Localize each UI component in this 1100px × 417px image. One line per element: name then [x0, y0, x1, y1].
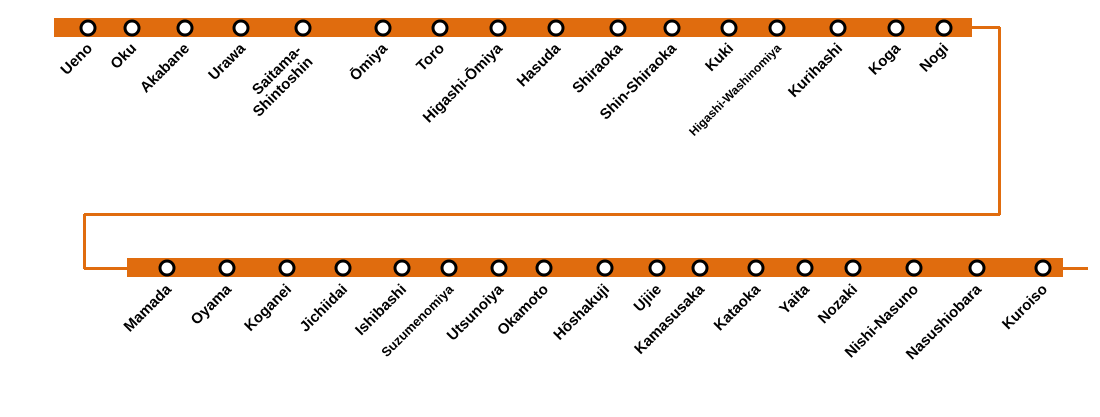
station-label: Kuki	[701, 39, 738, 76]
station-marker[interactable]	[968, 259, 986, 276]
station-marker[interactable]	[768, 19, 786, 36]
station-marker[interactable]	[935, 19, 953, 36]
station-marker[interactable]	[440, 259, 458, 276]
line-connector	[1063, 267, 1088, 270]
line-connector	[84, 213, 1000, 216]
station-marker[interactable]	[374, 19, 392, 36]
station-label: Jichiidai	[296, 280, 352, 336]
station-label: Saitama- Shintoshin	[248, 42, 317, 121]
station-label: Koga	[865, 39, 905, 79]
station-label: Higashi-Washinomiya	[686, 41, 784, 139]
line-connector	[83, 214, 86, 269]
station-marker[interactable]	[79, 19, 97, 36]
station-marker[interactable]	[844, 259, 862, 276]
line-connector	[972, 26, 1000, 29]
station-marker[interactable]	[547, 19, 565, 36]
station-marker[interactable]	[720, 19, 738, 36]
line-connector	[84, 267, 128, 270]
station-marker[interactable]	[123, 19, 141, 36]
station-label: Oyama	[187, 280, 236, 329]
station-marker[interactable]	[691, 259, 709, 276]
station-label: Akabane	[136, 39, 194, 97]
line-bar-row-2	[127, 258, 1063, 277]
station-marker[interactable]	[489, 19, 507, 36]
station-marker[interactable]	[294, 19, 312, 36]
station-marker[interactable]	[278, 259, 296, 276]
station-marker[interactable]	[596, 259, 614, 276]
station-marker[interactable]	[887, 19, 905, 36]
station-marker[interactable]	[1034, 259, 1052, 276]
station-marker[interactable]	[158, 259, 176, 276]
station-label: Ueno	[57, 39, 97, 79]
station-label: Shiraoka	[569, 39, 627, 97]
station-marker[interactable]	[535, 259, 553, 276]
station-label: Mamada	[120, 280, 176, 336]
station-marker[interactable]	[431, 19, 449, 36]
station-marker[interactable]	[232, 19, 250, 36]
station-label: Oku	[107, 39, 141, 73]
station-marker[interactable]	[905, 259, 923, 276]
station-label: Kuroiso	[998, 280, 1052, 334]
station-label: Toro	[413, 39, 449, 75]
station-marker[interactable]	[796, 259, 814, 276]
station-label: Hōshakuji	[550, 280, 614, 344]
station-marker[interactable]	[334, 259, 352, 276]
line-connector	[998, 27, 1001, 215]
station-label: Hasuda	[513, 39, 565, 91]
line-bar-row-1	[54, 18, 972, 37]
station-marker[interactable]	[393, 259, 411, 276]
station-marker[interactable]	[609, 19, 627, 36]
station-marker[interactable]	[176, 19, 194, 36]
station-marker[interactable]	[490, 259, 508, 276]
station-marker[interactable]	[663, 19, 681, 36]
station-label: Ōmiya	[346, 39, 392, 85]
station-label: Nogi	[916, 39, 953, 76]
station-label: Yaita	[776, 280, 814, 318]
station-label: Urawa	[205, 39, 250, 84]
station-label: Kataoka	[710, 280, 765, 335]
station-marker[interactable]	[747, 259, 765, 276]
station-label: Kurihashi	[785, 39, 847, 101]
station-marker[interactable]	[218, 259, 236, 276]
station-marker[interactable]	[829, 19, 847, 36]
station-label: Koganei	[241, 280, 296, 335]
station-label: Nozaki	[814, 280, 862, 328]
station-marker[interactable]	[648, 259, 666, 276]
station-label: Ujiie	[630, 280, 666, 316]
